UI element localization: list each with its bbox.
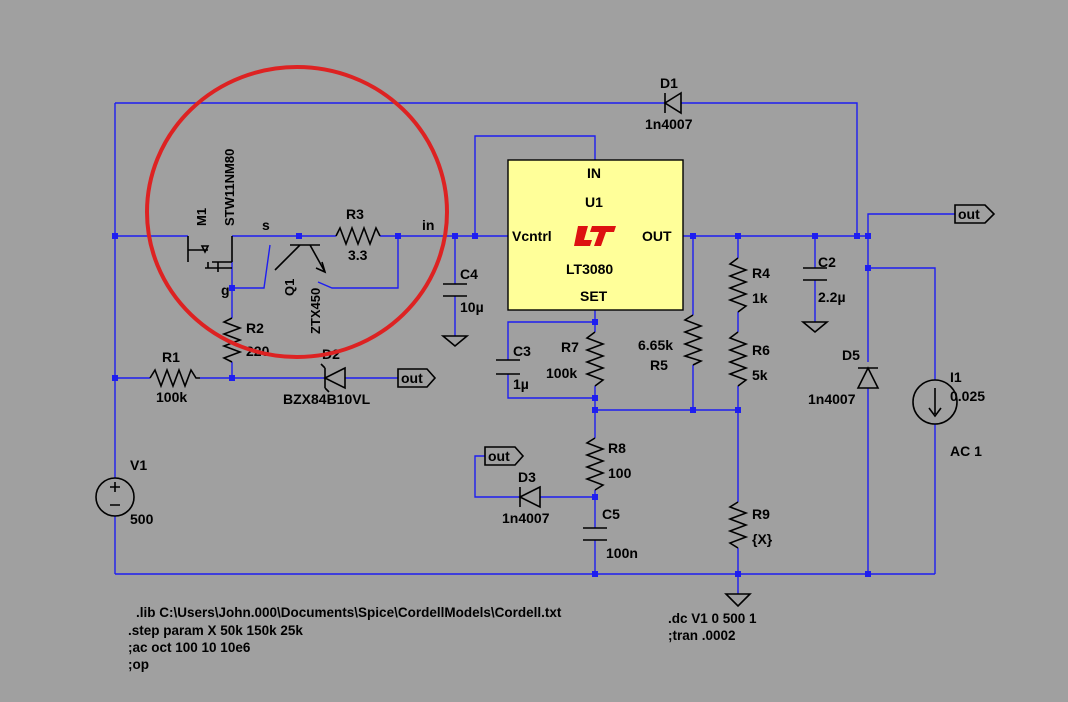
c4-value: 10µ [460,299,484,315]
capacitor-c4[interactable]: C4 10µ [440,266,484,348]
r4-value: 1k [752,290,768,306]
d1-value: 1n4007 [645,116,693,132]
c5-value: 100n [606,545,638,561]
r6-value: 5k [752,367,768,383]
i1-value: 0.025 [950,388,985,404]
resistor-r9[interactable]: R9 {X} [727,501,773,549]
directive-step: .step param X 50k 150k 25k [128,623,303,638]
transistor-q1[interactable]: Q1 ZTX450 [274,244,327,334]
u1-pin-set: SET [580,288,608,304]
r5-ref: R5 [650,357,668,373]
resistor-r3[interactable]: R3 3.3 [335,206,381,263]
v1-value: 500 [130,511,154,527]
r1-ref: R1 [162,349,180,365]
directive-tran: ;tran .0002 [668,628,736,643]
u1-ref: U1 [585,194,603,210]
wires [114,102,955,594]
capacitor-c5[interactable]: C5 100n [583,506,638,561]
u1-pin-vcntrl: Vcntrl [512,228,552,244]
diode-d5[interactable]: D5 1n4007 [808,347,880,407]
r7-value: 100k [546,365,577,381]
port-out-d2-label: out [401,370,423,386]
c3-value: 1µ [513,376,529,392]
d5-ref: D5 [842,347,860,363]
lt-logo-icon [574,226,616,246]
directive-lib: .lib C:\Users\John.000\Documents\Spice\C… [136,605,562,620]
r9-ref: R9 [752,506,770,522]
c5-ref: C5 [602,506,620,522]
diode-d1[interactable]: D1 1n4007 [645,75,693,132]
directive-dc: .dc V1 0 500 1 [668,611,757,626]
mosfet-m1[interactable]: M1 STW11NM80 [187,149,237,272]
port-out-d3[interactable]: out [484,446,525,466]
r9-value: {X} [752,531,773,547]
d5-value: 1n4007 [808,391,856,407]
c2-value: 2.2µ [818,289,846,305]
c2-ref: C2 [818,254,836,270]
u1-pin-out: OUT [642,228,672,244]
spice-directives-right[interactable]: .dc V1 0 500 1 ;tran .0002 [668,611,757,643]
regulator-u1[interactable]: IN U1 Vcntrl OUT LT3080 SET [507,159,684,311]
c4-ref: C4 [460,266,478,282]
r8-value: 100 [608,465,632,481]
r2-ref: R2 [246,320,264,336]
net-label-g: g [221,282,230,298]
q1-value: ZTX450 [308,288,323,334]
r4-ref: R4 [752,265,770,281]
resistor-r7[interactable]: R7 100k [546,331,606,387]
r1-value: 100k [156,389,187,405]
junctions [112,233,871,577]
d2-value: BZX84B10VL [283,391,371,407]
capacitor-c2[interactable]: C2 2.2µ [800,254,846,334]
ground-icon [724,593,752,608]
m1-ref: M1 [194,208,209,226]
zener-d2[interactable]: D2 BZX84B10VL [283,346,371,407]
d3-value: 1n4007 [502,510,550,526]
u1-part: LT3080 [566,261,613,277]
r6-ref: R6 [752,342,770,358]
port-out-d2[interactable]: out [397,368,437,388]
resistor-r4[interactable]: R4 1k [727,257,770,313]
r3-ref: R3 [346,206,364,222]
resistor-r6[interactable]: R6 5k [727,331,770,387]
current-source-i1[interactable]: I1 0.025 AC 1 [912,369,985,459]
u1-pin-in: IN [587,165,601,181]
port-out-d3-label: out [488,448,510,464]
q1-ref: Q1 [282,279,297,296]
r3-value: 3.3 [348,247,368,263]
i1-ac: AC 1 [950,443,982,459]
directive-op: ;op [128,657,149,672]
port-out-top-label: out [958,206,980,222]
i1-ref: I1 [950,369,962,385]
c3-ref: C3 [513,343,531,359]
net-label-in: in [422,217,434,233]
spice-directives-left[interactable]: .lib C:\Users\John.000\Documents\Spice\C… [128,605,562,672]
r8-ref: R8 [608,440,626,456]
d1-ref: D1 [660,75,678,91]
resistor-r1[interactable]: R1 100k [149,349,200,405]
d3-ref: D3 [518,469,536,485]
voltage-source-v1[interactable]: V1 500 [95,457,154,527]
directive-ac: ;ac oct 100 10 10e6 [128,640,251,655]
highlight-circle [145,65,449,359]
capacitor-c3[interactable]: C3 1µ [496,343,531,392]
resistor-r8[interactable]: R8 100 [584,437,632,491]
r5-value: 6.65k [638,337,673,353]
resistor-r5[interactable]: 6.65k R5 [638,314,704,373]
m1-value: STW11NM80 [222,149,237,226]
r7-ref: R7 [561,339,579,355]
net-label-s: s [262,217,270,233]
port-out-top[interactable]: out [954,204,996,224]
diode-d3[interactable]: D3 1n4007 [502,469,550,526]
v1-ref: V1 [130,457,147,473]
